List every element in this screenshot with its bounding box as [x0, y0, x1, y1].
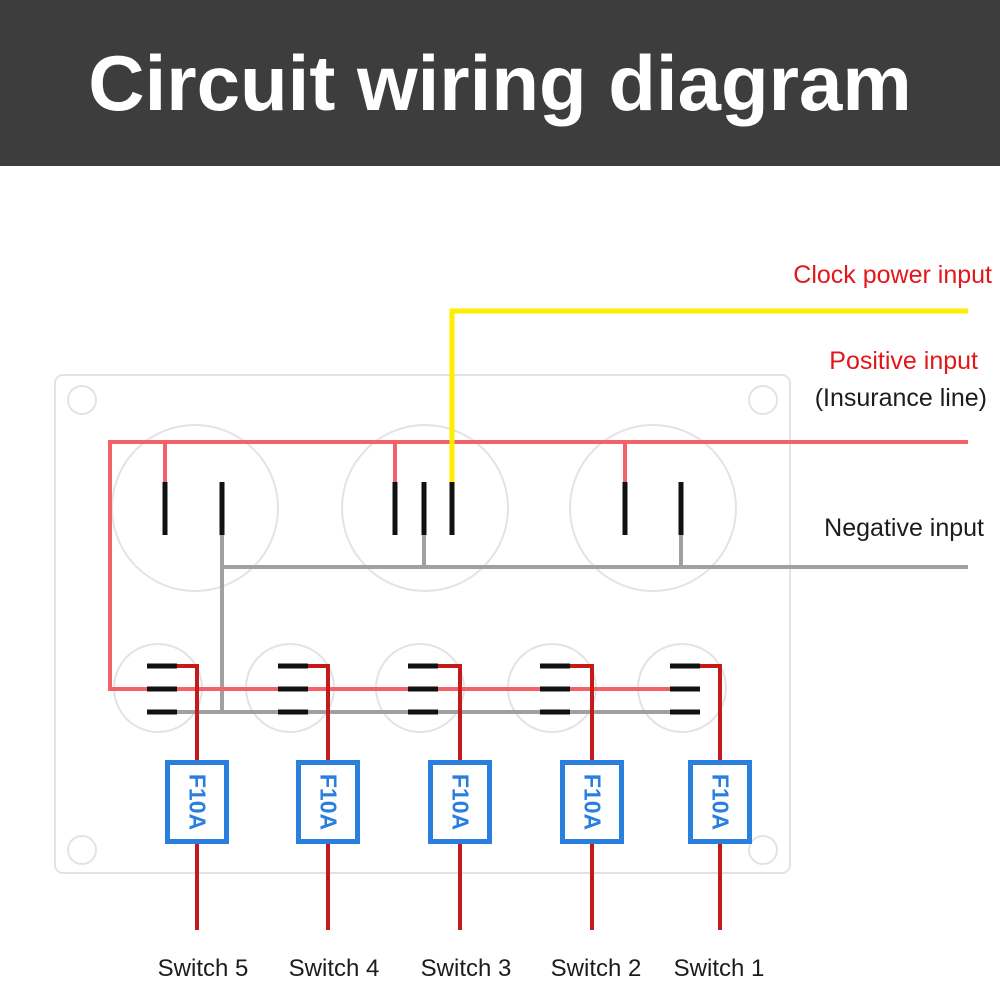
mounting-hole — [748, 385, 778, 415]
fuse-label: F10A — [184, 773, 211, 831]
mounting-hole — [67, 385, 97, 415]
fuse: F10A — [296, 760, 360, 844]
positive-wire — [108, 440, 968, 691]
fuse-label: F10A — [579, 773, 606, 831]
page-title: Circuit wiring diagram — [88, 39, 912, 127]
fuse: F10A — [560, 760, 624, 844]
gauge-outline — [341, 424, 509, 592]
gauge-outline — [569, 424, 737, 592]
fuse: F10A — [688, 760, 752, 844]
switch-label: Switch 2 — [550, 955, 642, 982]
fuse: F10A — [165, 760, 229, 844]
clock-power-wire — [449, 308, 968, 482]
fuse-label: F10A — [315, 773, 342, 831]
negative-input-label: Negative input — [824, 514, 984, 542]
header-bar: Circuit wiring diagram — [0, 0, 1000, 166]
insurance-line-label: (Insurance line) — [814, 384, 987, 412]
switch-label: Switch 3 — [420, 955, 512, 982]
switch-label: Switch 5 — [157, 955, 249, 982]
switch-terminals — [147, 663, 700, 715]
positive-input-label: Positive input — [829, 347, 978, 375]
switch-label: Switch 4 — [288, 955, 380, 982]
mounting-hole — [748, 835, 778, 865]
gauge-terminals — [162, 482, 684, 535]
fuse-label: F10A — [447, 773, 474, 831]
negative-wire — [147, 533, 968, 714]
clock-power-input-label: Clock power input — [793, 261, 992, 289]
switch-panel — [54, 374, 791, 874]
fuse: F10A — [428, 760, 492, 844]
fuse-label: F10A — [707, 773, 734, 831]
switch-label: Switch 1 — [673, 955, 765, 982]
mounting-hole — [67, 835, 97, 865]
